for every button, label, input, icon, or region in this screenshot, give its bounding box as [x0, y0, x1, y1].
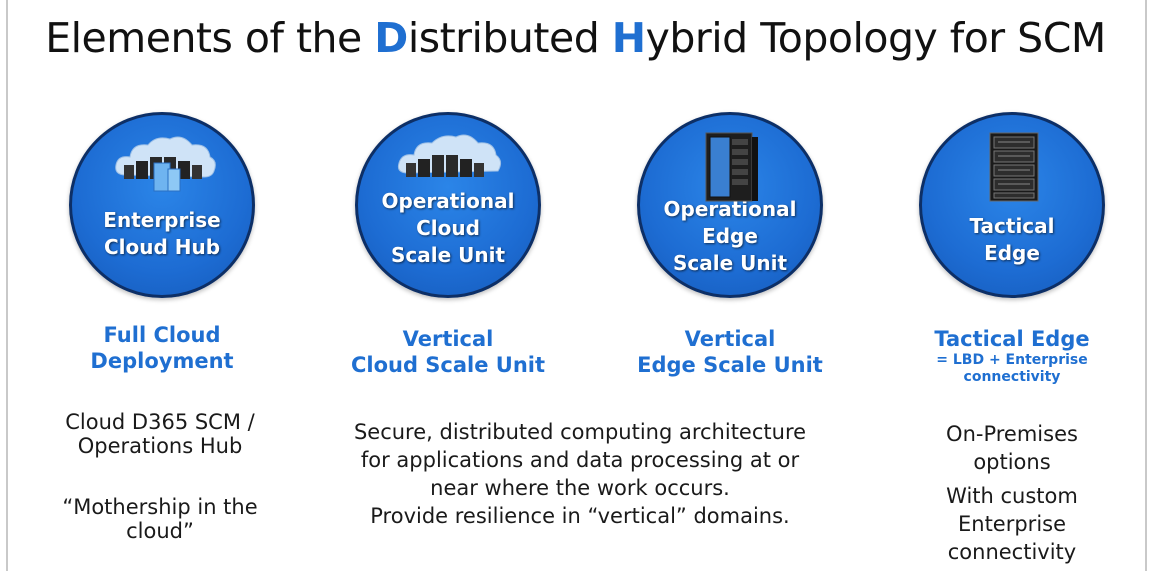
cloud-datacenter-icon — [115, 136, 216, 192]
circle-label: Tactical Edge — [969, 213, 1054, 267]
operational-cloud-scale-unit-circle: Operational Cloud Scale Unit — [355, 112, 541, 298]
operational-edge-scale-unit-circle: Operational Edge Scale Unit — [637, 112, 823, 298]
desc-line: Cloud D365 SCM / — [65, 410, 255, 434]
desc-line: Secure, distributed computing architectu… — [353, 420, 807, 444]
title-accent-h: H — [611, 14, 646, 62]
server-cabinet-icon — [705, 132, 758, 202]
subhead-line: Edge Scale Unit — [637, 353, 823, 377]
desc-line: “Mothership in the — [62, 495, 258, 519]
title-text: istributed — [407, 14, 612, 62]
subhead-line: Vertical — [684, 327, 776, 351]
title-text: Elements of the — [45, 14, 375, 62]
subhead-line: Deployment — [90, 349, 234, 373]
full-cloud-deployment-heading: Full Cloud Deployment — [62, 322, 262, 374]
subhead-line: Full Cloud — [103, 323, 221, 347]
circle-label-line: Enterprise — [103, 208, 221, 232]
circle-label-line: Edge — [702, 224, 758, 248]
title-text: ybrid Topology for SCM — [645, 14, 1107, 62]
desc-line: On-Premises — [946, 422, 1078, 446]
cloud-hub-description: Cloud D365 SCM / Operations Hub — [40, 410, 280, 458]
desc-line: for applications and data processing at … — [360, 448, 800, 472]
shared-scale-unit-description: Secure, distributed computing architectu… — [320, 418, 840, 530]
circle-label-line: Edge — [984, 241, 1040, 265]
desc-line: near where the work occurs. — [430, 476, 730, 500]
desc-line: cloud” — [126, 519, 194, 543]
circle-label-line: Operational — [381, 189, 515, 213]
desc-line: Enterprise — [957, 512, 1067, 536]
circle-label-line: Tactical — [969, 214, 1055, 238]
circle-label-line: Cloud — [416, 216, 480, 240]
desc-line: options — [973, 450, 1051, 474]
enterprise-cloud-hub-circle: Enterprise Cloud Hub — [69, 112, 255, 298]
cloud-server-icon — [397, 134, 502, 177]
circle-label-line: Cloud Hub — [103, 235, 221, 259]
mothership-description: “Mothership in the cloud” — [40, 495, 280, 543]
slide-title: Elements of the Distributed Hybrid Topol… — [0, 14, 1151, 62]
circle-label: Operational Edge Scale Unit — [664, 196, 797, 277]
subhead-line: Tactical Edge — [934, 327, 1090, 351]
circle-label-line: Scale Unit — [390, 243, 506, 267]
custom-connectivity-description: With custom Enterprise connectivity — [902, 482, 1122, 566]
vertical-cloud-scale-unit-heading: Vertical Cloud Scale Unit — [328, 326, 568, 378]
subhead-line: Cloud Scale Unit — [350, 353, 546, 377]
server-rack-icon — [989, 132, 1039, 202]
circle-label: Operational Cloud Scale Unit — [382, 188, 515, 269]
circle-label: Enterprise Cloud Hub — [103, 207, 220, 261]
tactical-edge-circle: Tactical Edge — [919, 112, 1105, 298]
vertical-edge-scale-unit-heading: Vertical Edge Scale Unit — [610, 326, 850, 378]
desc-line: connectivity — [947, 540, 1077, 564]
title-accent-d: D — [374, 14, 408, 62]
desc-line: Operations Hub — [77, 434, 243, 458]
tactical-edge-heading: Tactical Edge = LBD + Enterprise connect… — [902, 326, 1122, 386]
subnote-line: connectivity — [963, 369, 1061, 385]
subhead-line: Vertical — [402, 327, 494, 351]
slide-frame — [6, 0, 1147, 571]
circle-label-line: Scale Unit — [672, 251, 788, 275]
subnote-line: = LBD + Enterprise — [936, 352, 1088, 368]
desc-line: Provide resilience in “vertical” domains… — [370, 504, 790, 528]
desc-line: With custom — [946, 484, 1078, 508]
on-premises-description: On-Premises options — [902, 420, 1122, 476]
tactical-edge-note: = LBD + Enterprise connectivity — [902, 352, 1122, 386]
